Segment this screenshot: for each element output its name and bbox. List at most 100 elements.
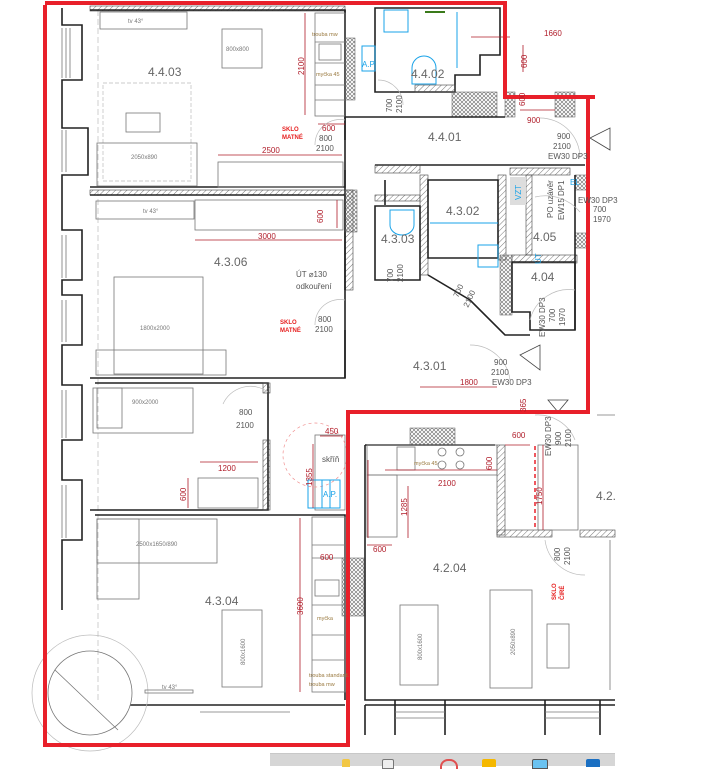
room-4-05: 4.05 (533, 230, 557, 244)
notepad-icon[interactable] (382, 759, 394, 769)
vent-label: odkouření (296, 282, 332, 291)
folder-icon[interactable] (482, 759, 496, 767)
door-label: EW15 DP1 (557, 180, 566, 220)
ap-label: A.P. (362, 60, 376, 69)
bed-label: 1800x2000 (140, 326, 170, 332)
room-4-3-04: 4.3.04 (205, 594, 239, 608)
door-label: 700 (593, 205, 607, 214)
taskbar (270, 753, 615, 769)
door-labels: 800 2100 900 2100 EW30 DP3 EW30 DP3 700 … (236, 95, 618, 565)
dimension-label: 1285 (400, 498, 409, 516)
furniture-labels: tv 43° tv 43° tv 43° 800x800 2050x890 18… (128, 19, 517, 691)
tv-label: tv 43° (128, 19, 144, 25)
sofa-label: 2500x1650/890 (136, 542, 178, 548)
dimension-label: 365 (519, 398, 528, 412)
dimension-label: 600 (485, 456, 494, 470)
dimension-label: 600 (373, 545, 387, 554)
dimension-label: 600 (518, 92, 527, 106)
door-label: 800 (553, 547, 562, 561)
glass-note: SKLO (280, 320, 297, 326)
room-4-3-02: 4.3.02 (446, 204, 480, 218)
dimension-label: 900 (527, 116, 541, 125)
appliance-label: myčka 45 (414, 461, 438, 467)
door-label: 2100 (396, 264, 405, 282)
dimension-label: 2500 (262, 146, 280, 155)
dimension-label: 600 (320, 553, 334, 562)
appliance-label: myčka 45 (316, 72, 340, 78)
dimension-label: 600 (512, 431, 526, 440)
dimension-labels: 2100 600 2500 600 3000 1200 600 450 1355… (179, 29, 562, 615)
door-swings (222, 79, 611, 576)
door-label: 700 (548, 308, 557, 322)
dimension-label: 1660 (544, 29, 562, 38)
glass-note: SKLO (552, 583, 558, 600)
door-label: 2100 (316, 144, 334, 153)
apartment-boundary (43, 1, 595, 747)
door-label: EW30 DP3 (538, 297, 547, 337)
door-label: EW30 DP3 (492, 378, 532, 387)
appliance-label: trouba mw (309, 682, 335, 688)
monitor-icon[interactable] (532, 759, 548, 769)
door-label: 2100 (563, 547, 572, 565)
door-label: 2100 (553, 142, 571, 151)
door-label: 700 (386, 268, 395, 282)
glass-note: MATNÉ (282, 133, 303, 141)
room-labels: 4.4.03 4.3.06 4.3.04 4.4.02 4.4.01 4.3.0… (148, 65, 616, 608)
plumbing (307, 9, 499, 509)
file-explorer-icon[interactable] (342, 759, 350, 767)
door-label: 1970 (558, 308, 567, 326)
ut-label: ÚT (534, 253, 543, 264)
exterior-facade (61, 8, 99, 700)
dimension-label: 1800 (460, 378, 478, 387)
appliance-label: trouba standard. (309, 673, 350, 679)
appliance-label: trouba mw (312, 32, 338, 38)
appliance-labels: trouba mw myčka 45 myčka 45 myčka trouba… (309, 32, 438, 688)
wardrobe-label: skříň (322, 455, 339, 464)
dimension-label: 3000 (258, 232, 276, 241)
bed-label: 900x2000 (132, 400, 159, 406)
ap-label: A.P. (323, 490, 337, 499)
room-4-3-01: 4.3.01 (413, 359, 447, 373)
door-label: 900 (557, 132, 571, 141)
table-label: 800x1600 (418, 633, 424, 660)
room-4-2-partial: 4.2. (596, 489, 616, 503)
door-label: 900 (494, 358, 508, 367)
browser-icon[interactable] (440, 759, 458, 769)
door-label: 2100 (491, 368, 509, 377)
dimension-label: 2100 (297, 57, 306, 75)
table-label: 800x800 (226, 47, 250, 53)
room-4-4-02: 4.4.02 (411, 67, 445, 81)
table-label: 800x1600 (241, 638, 247, 665)
dimension-label: 1200 (218, 464, 236, 473)
room-4-4-01: 4.4.01 (428, 130, 462, 144)
dimension-label: 1750 (535, 487, 544, 505)
door-label: PO uzávěr (546, 180, 555, 218)
dimension-label: 600 (179, 487, 188, 501)
dimension-label: 2100 (438, 479, 456, 488)
door-label: 800 (319, 134, 333, 143)
door-label: 2100 (315, 325, 333, 334)
dimension-label: 450 (325, 427, 339, 436)
glass-note: SKLO (282, 127, 299, 133)
room-4-4-03: 4.4.03 (148, 65, 182, 79)
service-labels: A.P. A.P. VZT EL ÚT (321, 60, 580, 509)
glass-note: MATNÉ (280, 326, 301, 334)
tv-label: tv 43° (162, 685, 178, 691)
dimension-lines (187, 13, 555, 692)
room-4-04: 4.04 (531, 270, 555, 284)
dimension-label: 600 (316, 209, 325, 223)
kitchen-units (92, 12, 498, 693)
vent-label: ÚT ⌀130 (296, 270, 327, 279)
room-4-3-06: 4.3.06 (214, 255, 248, 269)
door-label: 700 (385, 98, 394, 112)
furniture (95, 11, 570, 694)
app-icon[interactable] (586, 759, 600, 767)
tv-label: tv 43° (143, 209, 159, 215)
dimension-label: 3600 (296, 597, 305, 615)
appliance-label: myčka (317, 616, 334, 622)
dimension-label: 1355 (305, 468, 314, 486)
door-label: 900 (554, 431, 563, 445)
glass-note: ČIRÉ (558, 586, 566, 600)
door-label: EW30 DP3 (544, 416, 553, 456)
